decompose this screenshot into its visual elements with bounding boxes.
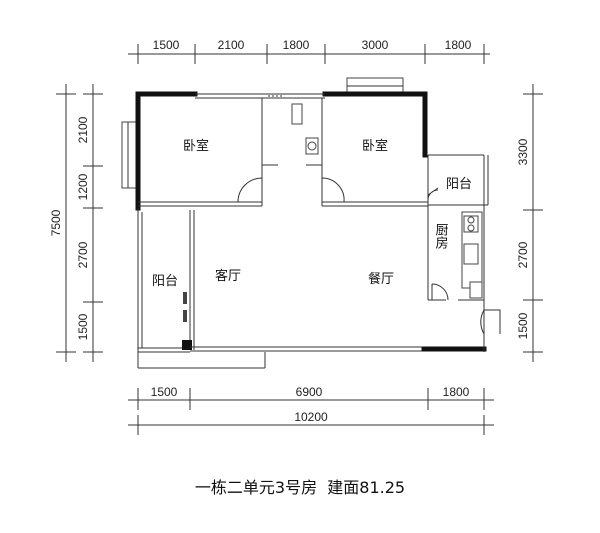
- walls: [121, 77, 489, 369]
- bathtub: [291, 103, 303, 125]
- room-label-balcony-right: 阳台: [446, 177, 472, 192]
- dim-left-4: 1500: [76, 313, 90, 340]
- door-swing-balcony: [427, 187, 439, 201]
- dim-left-total: 7500: [49, 209, 63, 236]
- dim-bottom-3: 1800: [443, 385, 470, 399]
- door-swing-left-bedroom: [237, 177, 263, 203]
- dim-left-1: 2100: [76, 116, 90, 143]
- bottom-dimension-lines: 1500 6900 1800 10200: [128, 385, 494, 435]
- kitchen-fixtures: [461, 211, 483, 299]
- burner-2: [467, 224, 475, 232]
- dim-top-5: 1800: [445, 38, 472, 52]
- dim-bottom-2: 6900: [296, 385, 323, 399]
- door-swing-kitchen: [431, 283, 449, 301]
- burner-1: [467, 216, 475, 224]
- dim-bottom-1: 1500: [151, 385, 178, 399]
- room-label-bedroom-right: 卧室: [362, 138, 388, 154]
- dim-right-1: 3300: [516, 138, 530, 165]
- doors: [237, 177, 501, 335]
- appliance: [469, 281, 483, 299]
- top-dimension-line: 1500 2100 1800 3000 1800: [128, 38, 490, 64]
- right-dimension-line: 3300 2700 1500: [516, 84, 543, 362]
- bathroom-fixtures: [291, 103, 319, 155]
- sink: [463, 243, 479, 265]
- dim-top-1: 1500: [153, 38, 180, 52]
- room-label-living-room: 客厅: [215, 268, 241, 284]
- toilet-bowl: [307, 141, 317, 151]
- dim-left-3: 2700: [76, 241, 90, 268]
- room-label-kitchen: 厨房: [433, 223, 449, 249]
- balcony-rail-marks: [183, 292, 187, 322]
- unit-caption: 一栋二单元3号房 建面81.25: [195, 478, 405, 497]
- door-swing-right-bedroom: [321, 177, 345, 203]
- dim-top-4: 3000: [362, 38, 389, 52]
- dim-top-2: 2100: [218, 38, 245, 52]
- dim-right-2: 2700: [516, 241, 530, 268]
- dim-bottom-total: 10200: [294, 410, 328, 424]
- dim-top-3: 1800: [283, 38, 310, 52]
- room-label-balcony-left: 阳台: [152, 274, 178, 289]
- dim-left-2: 1200: [76, 173, 90, 200]
- dim-right-3: 1500: [516, 312, 530, 339]
- room-labels: 卧室 卧室 阳台 厨房 阳台 客厅 餐厅: [152, 138, 472, 289]
- room-label-dining-room: 餐厅: [368, 271, 394, 287]
- left-dimension-lines: 2100 1200 2700 1500 7500: [49, 84, 103, 362]
- door-swing-entry: [480, 309, 501, 335]
- room-label-bedroom-left: 卧室: [183, 138, 209, 154]
